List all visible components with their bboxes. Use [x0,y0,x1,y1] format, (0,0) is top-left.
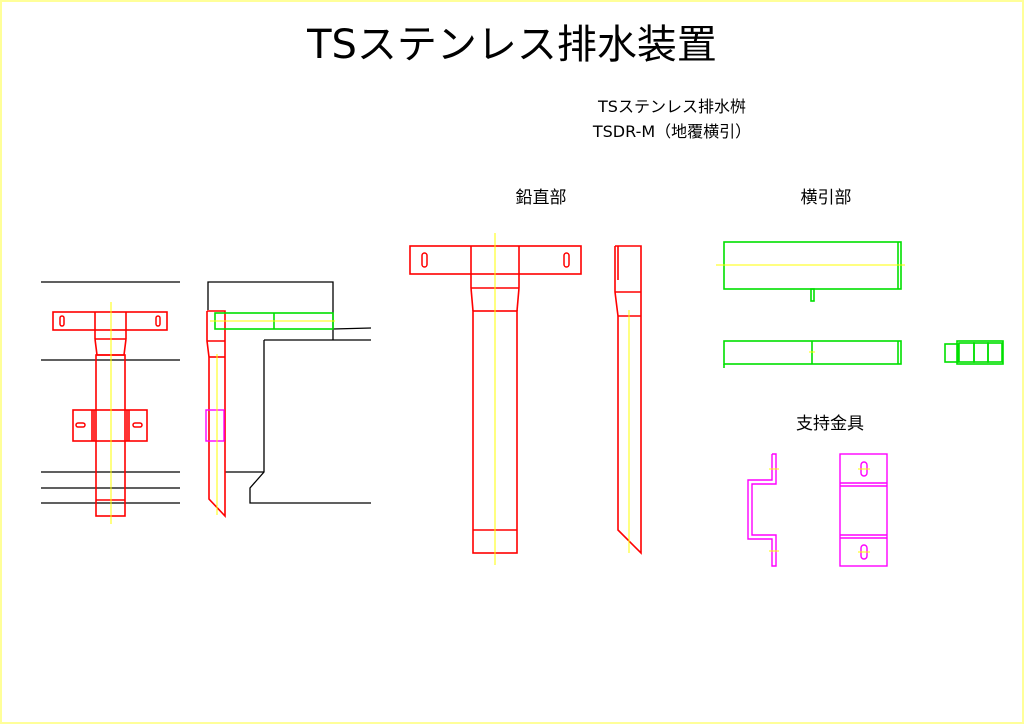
slot-icon [155,315,161,327]
horizontal-part-front [723,340,902,368]
horizontal-part-top [716,241,905,302]
structure-section [207,281,372,504]
slot-icon [59,315,65,327]
drawing-title: TSステンレス排水装置 [306,22,717,68]
vertical-part-side [614,245,642,555]
vertical-part-front [409,233,582,565]
drain-side [206,310,226,519]
drain-front [52,311,168,517]
subtitle-product: TSステンレス排水桝 [597,97,746,116]
horizontal-part-end [944,340,1004,365]
label-vertical-part: 鉛直部 [516,188,567,208]
support-bracket-side [747,453,779,567]
support-bracket-front [839,453,888,567]
assembly-side-view [205,281,372,519]
slot-icon [421,252,428,268]
slot-icon [132,422,143,428]
assembly-front-view [41,281,180,524]
bracket-side [205,409,225,442]
slot-icon [75,422,86,428]
label-support-bracket: 支持金具 [796,414,864,434]
subtitle-model: TSDR-M（地覆横引） [592,122,751,141]
label-horizontal-part: 横引部 [801,188,852,208]
slot-icon [563,252,570,268]
